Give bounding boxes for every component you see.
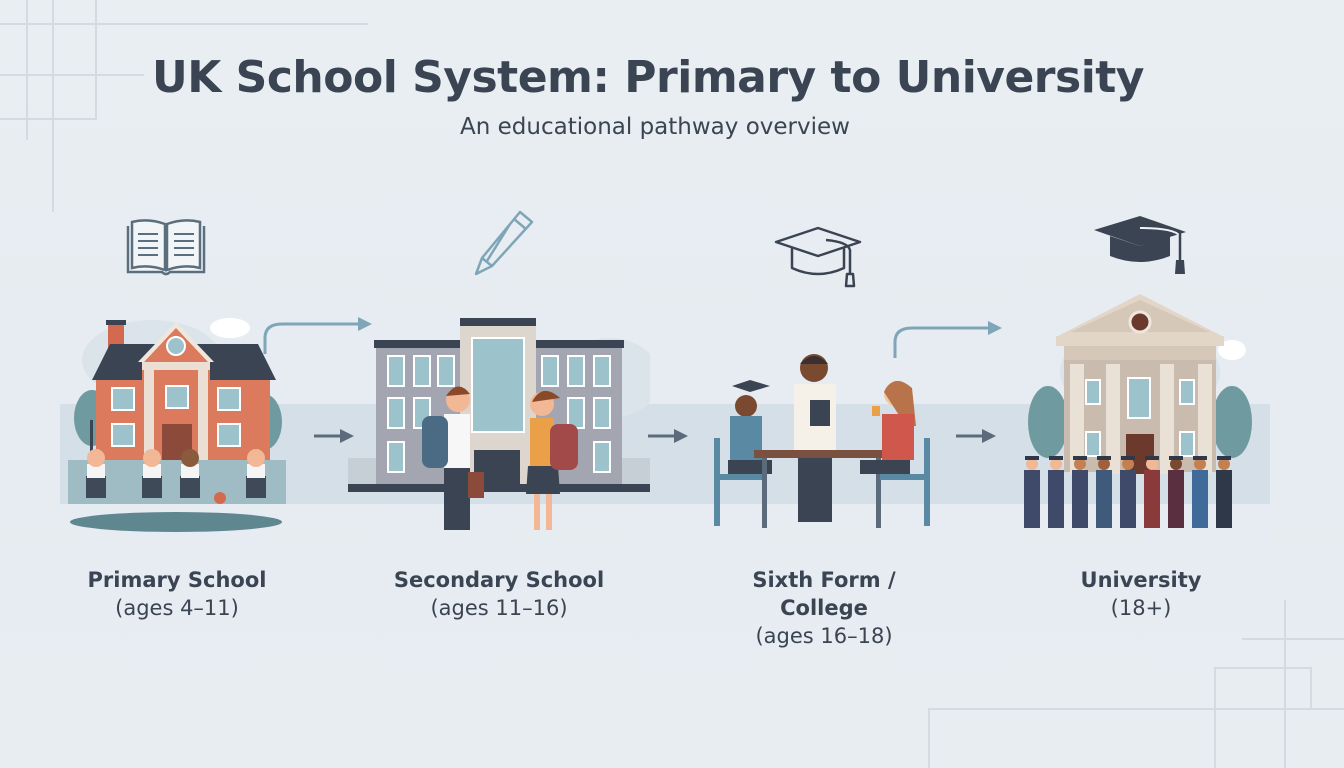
stage-ages: (ages 16–18) bbox=[755, 624, 893, 648]
pencil-icon bbox=[474, 210, 534, 276]
graduation-cap-filled-icon bbox=[1094, 216, 1186, 274]
stage-label-university: University (18+) bbox=[1011, 566, 1271, 622]
university-illustration bbox=[1024, 294, 1252, 528]
decorative-line bbox=[0, 74, 144, 76]
decorative-line bbox=[52, 0, 54, 212]
decorative-line bbox=[1214, 667, 1216, 768]
decorative-line bbox=[1242, 638, 1344, 640]
stage-label-primary: Primary School (ages 4–11) bbox=[47, 566, 307, 622]
curved-arrow-icon bbox=[263, 317, 372, 354]
stage-name-line2: College bbox=[780, 596, 868, 620]
right-arrow-icon bbox=[314, 429, 354, 443]
decorative-line bbox=[26, 0, 28, 140]
decorative-line bbox=[1284, 600, 1286, 768]
stage-label-sixth-form: Sixth Form / College (ages 16–18) bbox=[694, 566, 954, 650]
stage-name: Secondary School bbox=[393, 568, 605, 592]
decorative-line bbox=[928, 708, 1344, 710]
stage-name: Primary School bbox=[87, 568, 267, 592]
primary-school-illustration bbox=[68, 318, 286, 532]
sixth-form-illustration bbox=[714, 354, 930, 528]
open-book-icon bbox=[126, 219, 206, 276]
decorative-line bbox=[0, 23, 368, 25]
page-subtitle: An educational pathway overview bbox=[460, 114, 850, 140]
right-arrow-icon bbox=[648, 429, 688, 443]
decorative-line bbox=[0, 118, 96, 120]
stage-label-secondary: Secondary School (ages 11–16) bbox=[369, 566, 629, 622]
right-arrow-icon bbox=[956, 429, 996, 443]
graduation-cap-outline-icon bbox=[774, 226, 862, 288]
decorative-line bbox=[928, 708, 930, 768]
stage-ages: (ages 11–16) bbox=[430, 596, 568, 620]
curved-arrow-icon bbox=[893, 321, 1002, 358]
decorative-line bbox=[1214, 667, 1312, 669]
decorative-line bbox=[1310, 667, 1312, 709]
stage-ages: (18+) bbox=[1110, 596, 1172, 620]
stage-name: University bbox=[1080, 568, 1202, 592]
page-title: UK School System: Primary to University bbox=[152, 52, 1144, 103]
secondary-school-illustration bbox=[348, 318, 650, 530]
decorative-line bbox=[95, 0, 97, 120]
stage-name-line1: Sixth Form / bbox=[752, 568, 896, 592]
stage-ages: (ages 4–11) bbox=[115, 596, 239, 620]
